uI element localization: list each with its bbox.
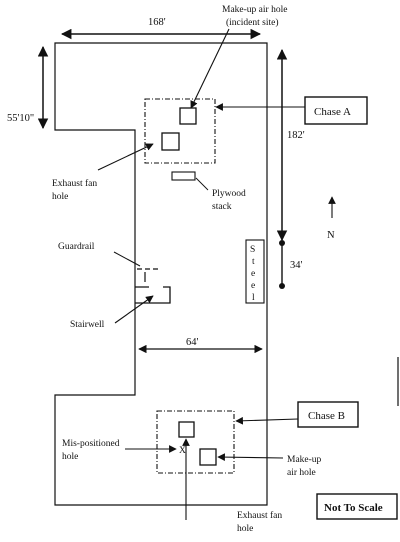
chase-a-box xyxy=(304,96,368,125)
exhaust-top-arrow xyxy=(97,143,154,171)
exhaust-fan-hole-top xyxy=(161,132,180,151)
makeup-air-hole-top xyxy=(179,107,197,125)
chase-b-dashed-area xyxy=(156,410,235,474)
not-to-scale-box xyxy=(316,493,398,520)
makeup-top-label-2: (incident site) xyxy=(226,17,279,28)
mispositioned-label-2: hole xyxy=(62,452,78,462)
guardrail-arrow xyxy=(113,251,141,267)
mispositioned-label-1: Mis-positioned xyxy=(62,439,120,449)
steel-dimension-end-top xyxy=(279,240,285,246)
plywood-leader xyxy=(195,177,209,191)
steel-letter-s: S xyxy=(250,245,255,255)
right-height-label: 182' xyxy=(287,130,305,141)
chase-b-label: Chase B xyxy=(308,410,345,422)
steel-dimension-label: 34' xyxy=(290,260,303,271)
makeup-bottom-label-1: Make-up xyxy=(287,455,322,465)
exhaust-bottom-label-2: hole xyxy=(237,524,253,534)
stairwell-outline xyxy=(135,286,171,304)
guardrail-label: Guardrail xyxy=(58,242,95,252)
makeup-bottom-arrow xyxy=(217,453,284,461)
stairwell-arrow xyxy=(114,295,154,324)
makeup-top-arrow xyxy=(190,28,230,109)
steel-stack xyxy=(245,239,265,304)
not-to-scale-label: Not To Scale xyxy=(324,502,383,514)
exhaust-top-label-1: Exhaust fan xyxy=(52,178,97,189)
chase-a-label: Chase A xyxy=(314,106,351,118)
stairwell-label: Stairwell xyxy=(70,320,105,330)
makeup-bottom-label-2: air hole xyxy=(287,468,316,478)
plywood-stack xyxy=(171,171,196,181)
steel-letter-l: l xyxy=(252,293,255,303)
chase-b-box xyxy=(297,401,359,428)
makeup-top-label-1: Make-up air hole xyxy=(222,5,287,15)
steel-letter-t: t xyxy=(252,257,255,267)
steel-letter-e2: e xyxy=(251,281,255,291)
north-label: N xyxy=(327,230,335,241)
exhaust-fan-hole-bottom xyxy=(178,421,195,438)
mid-width-label: 64' xyxy=(186,337,199,348)
left-height-label: 55'10" xyxy=(7,113,34,124)
exhaust-top-label-2: hole xyxy=(52,192,68,202)
steel-dimension-end-bottom xyxy=(279,283,285,289)
x-mark: X xyxy=(179,446,186,456)
plywood-label-2: stack xyxy=(212,202,232,212)
chase-a-dashed-area xyxy=(144,98,216,164)
steel-letter-e1: e xyxy=(251,269,255,279)
chase-b-arrow xyxy=(235,416,299,425)
makeup-air-hole-bottom xyxy=(199,448,217,466)
exhaust-bottom-label-1: Exhaust fan xyxy=(237,510,282,521)
top-width-label: 168' xyxy=(148,17,166,28)
plywood-label-1: Plywood xyxy=(212,189,246,199)
building-outline xyxy=(54,42,268,506)
